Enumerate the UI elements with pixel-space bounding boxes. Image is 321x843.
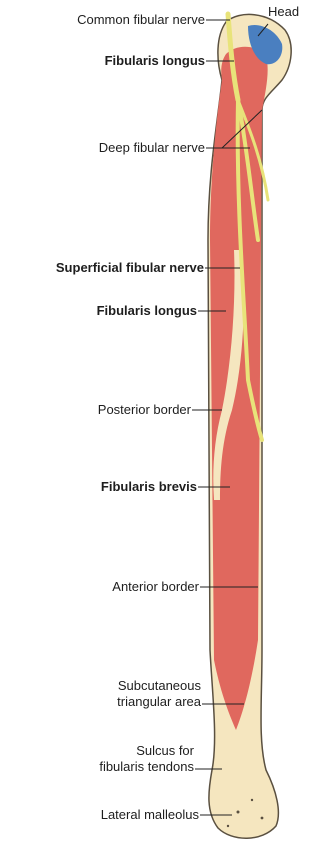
- label-posterior-border: Posterior border: [98, 402, 191, 418]
- label-superficial-fibular-nerve: Superficial fibular nerve: [56, 260, 204, 276]
- texture-dot: [237, 811, 240, 814]
- texture-dot: [261, 817, 264, 820]
- label-lateral-malleolus: Lateral malleolus: [101, 807, 199, 823]
- texture-dot: [251, 799, 253, 801]
- texture-dot: [227, 825, 229, 827]
- label-head: Head: [268, 4, 299, 20]
- label-fibularis-longus-mid: Fibularis longus: [97, 303, 197, 319]
- label-subcutaneous-triangular-area: Subcutaneous triangular area: [117, 678, 201, 710]
- label-sulcus-for-fibularis-tendons: Sulcus for fibularis tendons: [99, 743, 194, 775]
- label-fibularis-brevis: Fibularis brevis: [101, 479, 197, 495]
- label-anterior-border: Anterior border: [112, 579, 199, 595]
- label-fibularis-longus-upper: Fibularis longus: [105, 53, 205, 69]
- label-common-fibular-nerve: Common fibular nerve: [77, 12, 205, 28]
- label-deep-fibular-nerve: Deep fibular nerve: [99, 140, 205, 156]
